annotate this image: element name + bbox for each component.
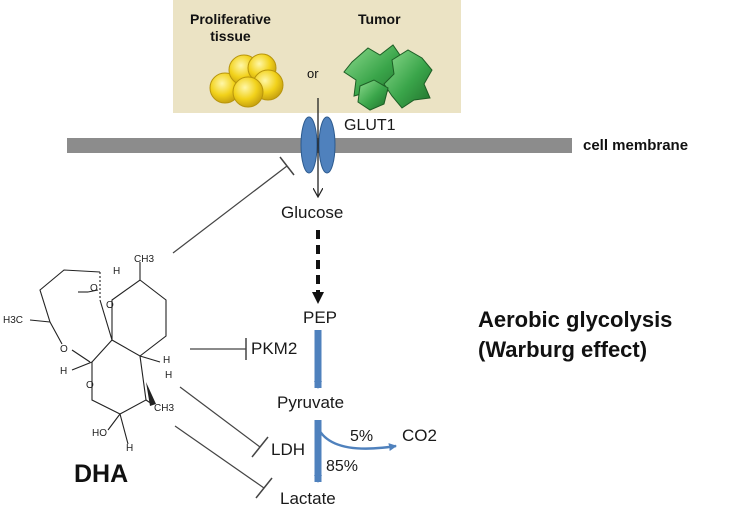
- pyruvate-to-co2-arrow: [316, 427, 397, 452]
- dha-structure-drawing: [29, 262, 167, 445]
- atom-o-ring: O: [60, 344, 68, 355]
- glut1-transporter-icon: [300, 116, 336, 174]
- percent-co2-label: 5%: [350, 428, 374, 445]
- cell-membrane-label: cell membrane: [583, 137, 689, 154]
- dha-inhibits-ldh: [179, 386, 269, 458]
- dha-wedge-bond: [146, 382, 156, 406]
- atom-ho: HO: [92, 428, 107, 439]
- proliferative-tissue-label: Proliferative tissue: [190, 11, 271, 45]
- atom-o-peroxide-1: O: [90, 283, 98, 294]
- atom-h-left: H: [60, 366, 68, 377]
- title-line1: Aerobic glycolysis: [478, 307, 673, 332]
- atom-ch3-right: CH3: [154, 403, 175, 414]
- glut1-label: GLUT1: [344, 117, 396, 134]
- atom-h-ring: H: [163, 355, 171, 366]
- pyruvate-label: Pyruvate: [277, 393, 345, 412]
- atom-h-upper: H: [113, 266, 121, 277]
- proliferative-label-line1: Proliferative: [190, 11, 271, 27]
- diagram-title: Aerobic glycolysis (Warburg effect): [478, 305, 672, 365]
- ldh-label: LDH: [271, 440, 306, 459]
- atom-ch3-top: CH3: [134, 254, 155, 265]
- proliferative-label-line2: tissue: [210, 28, 251, 44]
- atom-h-bottom: H: [126, 443, 134, 454]
- glucose-label: Glucose: [281, 203, 344, 222]
- atom-h3c: H3C: [3, 315, 24, 326]
- pep-label: PEP: [303, 308, 338, 327]
- tumor-cells-icon: [343, 44, 433, 111]
- percent-lactate-label: 85%: [326, 458, 359, 475]
- co2-label: CO2: [402, 426, 437, 445]
- dha-inhibits-pkm2: [190, 338, 247, 360]
- tumor-label: Tumor: [358, 11, 401, 27]
- title-line2: (Warburg effect): [478, 337, 648, 362]
- dha-inhibits-lactate: [174, 425, 273, 499]
- atom-o-bridge: O: [86, 380, 94, 391]
- lactate-label: Lactate: [280, 489, 336, 508]
- dha-inhibits-glut1: [172, 156, 295, 254]
- atom-o-peroxide-2: O: [106, 300, 114, 311]
- or-label: or: [307, 66, 319, 81]
- atom-h-right: H: [165, 370, 173, 381]
- proliferative-cells-icon: [209, 53, 284, 108]
- dha-label: DHA: [74, 460, 129, 488]
- pkm2-label: PKM2: [251, 339, 298, 358]
